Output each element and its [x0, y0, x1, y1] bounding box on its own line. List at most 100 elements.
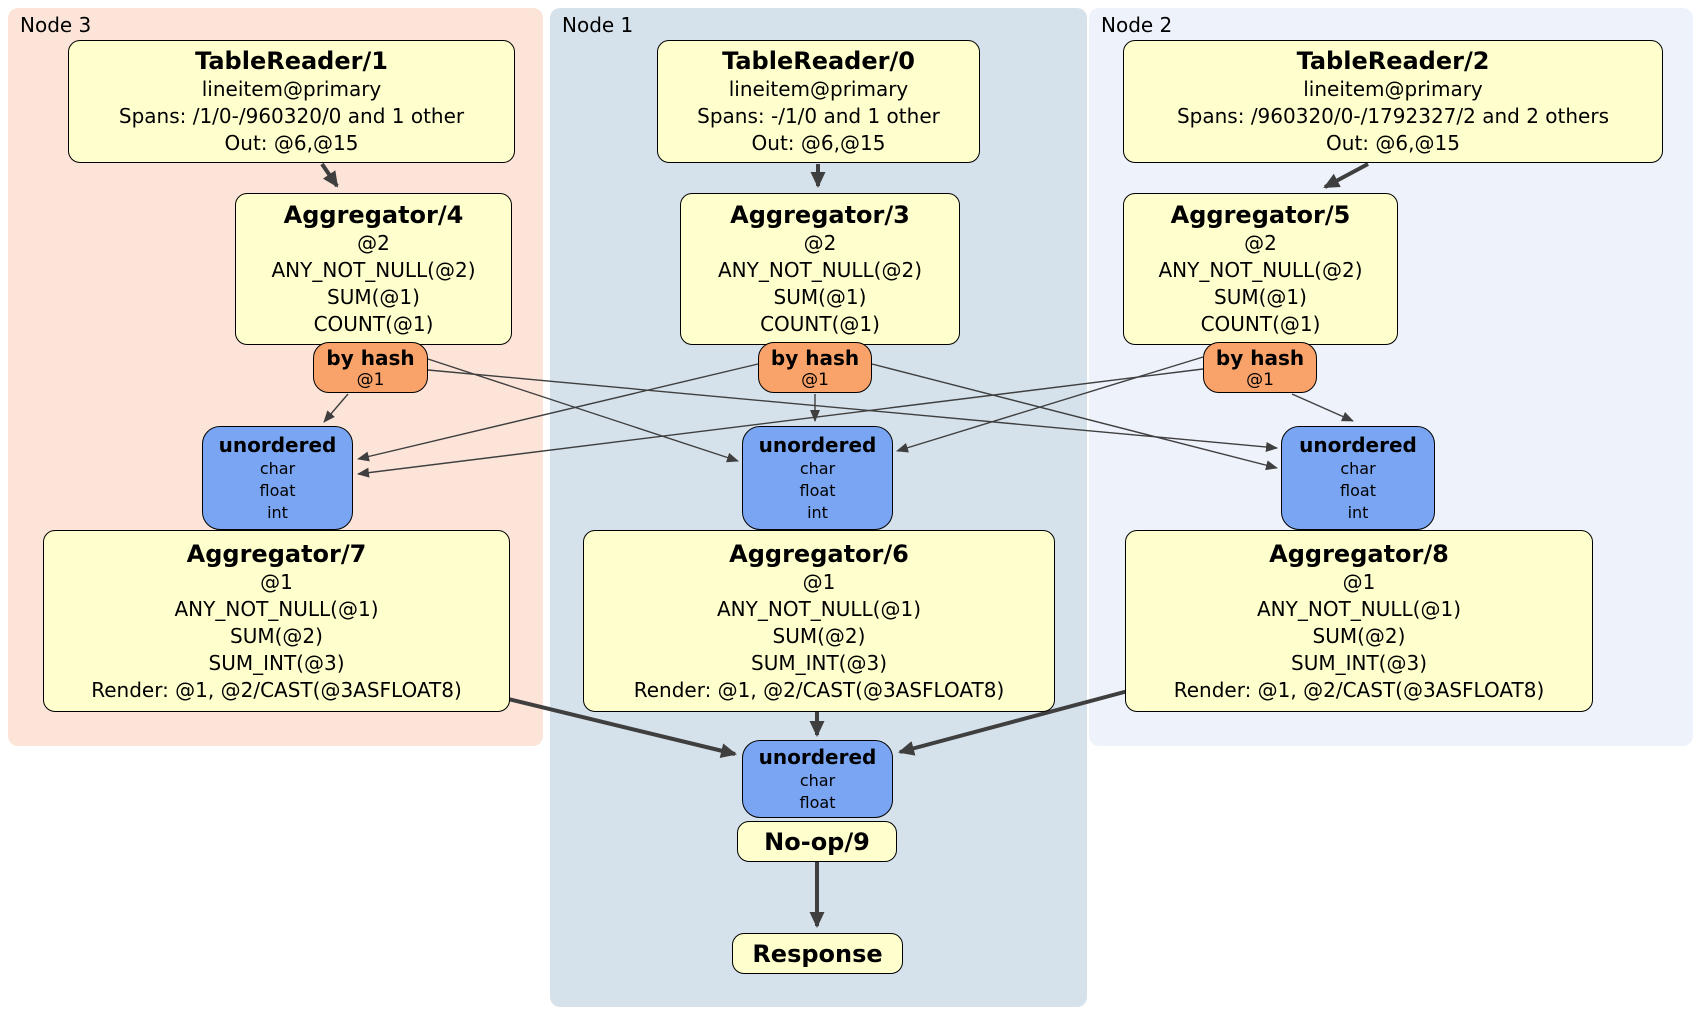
agg-fn-line: SUM_INT(@3): [1291, 650, 1427, 675]
processor-title: Aggregator/7: [186, 539, 367, 568]
table-reader-box: TableReader/0 lineitem@primary Spans: -/…: [657, 40, 980, 163]
sync-type: int: [807, 503, 828, 522]
index-line: lineitem@primary: [1303, 77, 1483, 101]
aggregator-box: Aggregator/4 @2 ANY_NOT_NULL(@2) SUM(@1)…: [235, 193, 512, 345]
agg-fn-line: ANY_NOT_NULL(@2): [718, 258, 922, 282]
router-key: @1: [801, 369, 829, 390]
sync-type: int: [267, 503, 288, 522]
sync-title: unordered: [1299, 433, 1417, 457]
render-line: Render: @1, @2/CAST(@3ASFLOAT8): [91, 677, 462, 702]
sync-type: char: [259, 459, 296, 478]
processor-title: TableReader/1: [195, 47, 388, 75]
agg-fn-line: ANY_NOT_NULL(@1): [174, 596, 379, 621]
render-line: Render: @1, @2/CAST(@3ASFLOAT8): [633, 677, 1005, 702]
agg-fn-line: COUNT(@1): [313, 312, 434, 336]
node-label: Node 3: [20, 13, 92, 37]
sync-type: float: [799, 793, 836, 812]
agg-fn-line: SUM_INT(@3): [208, 650, 345, 675]
edge-tablereader2-to-aggregator5: [1323, 162, 1369, 189]
agg-fn-line: SUM(@2): [772, 623, 866, 648]
group-cols-line: @2: [1244, 231, 1277, 255]
processor-title: TableReader/0: [722, 47, 915, 75]
out-line: Out: @6,@15: [751, 131, 886, 155]
agg-fn-line: SUM(@1): [1214, 285, 1307, 309]
agg-fn-line: COUNT(@1): [1200, 312, 1321, 336]
processor-title: TableReader/2: [1296, 47, 1490, 75]
router-title: by hash: [1215, 345, 1305, 370]
sync-type: float: [799, 481, 836, 500]
router-title: by hash: [770, 345, 860, 370]
group-cols-line: @2: [803, 231, 837, 255]
render-line: Render: @1, @2/CAST(@3ASFLOAT8): [1173, 677, 1545, 702]
aggregator-box: Aggregator/7 @1 ANY_NOT_NULL(@1) SUM(@2)…: [43, 530, 510, 712]
agg-fn-line: SUM(@1): [773, 285, 867, 309]
spans-line: Spans: /1/0-/960320/0 and 1 other: [118, 104, 465, 128]
noop-box: No-op/9: [737, 821, 897, 862]
aggregator-box: Aggregator/6 @1 ANY_NOT_NULL(@1) SUM(@2)…: [583, 530, 1055, 712]
processor-title: Aggregator/5: [1170, 201, 1351, 229]
agg-fn-line: SUM(@1): [327, 285, 420, 309]
processor-title: Aggregator/3: [730, 201, 910, 229]
group-cols-line: @1: [802, 569, 836, 594]
agg-fn-line: COUNT(@1): [760, 312, 880, 336]
edge-router3-to-sync1: [427, 358, 739, 463]
hash-router: by hash @1: [313, 342, 428, 393]
router-title: by hash: [326, 345, 415, 370]
agg-fn-line: ANY_NOT_NULL(@1): [1257, 596, 1461, 621]
sync-type: char: [799, 459, 836, 478]
processor-title: Aggregator/6: [729, 539, 909, 568]
agg-fn-line: SUM_INT(@3): [751, 650, 887, 675]
sync-type: float: [259, 481, 296, 500]
agg-fn-line: ANY_NOT_NULL(@1): [717, 596, 921, 621]
edge-router2-to-sync1: [896, 356, 1204, 453]
unordered-sync: unordered char float int: [1281, 426, 1435, 530]
edge-aggregator7-to-final-sync: [507, 697, 737, 758]
edge-router1-to-sync3: [357, 363, 759, 462]
router-key: @1: [356, 369, 385, 390]
agg-fn-line: ANY_NOT_NULL(@2): [1158, 258, 1363, 282]
edge-router2-to-sync2: [1291, 393, 1354, 422]
table-reader-box: TableReader/2 lineitem@primary Spans: /9…: [1123, 40, 1663, 163]
node-label: Node 1: [562, 13, 634, 37]
sync-type: float: [1340, 481, 1376, 500]
final-unordered-sync: unordered char float: [742, 740, 893, 818]
agg-fn-line: ANY_NOT_NULL(@2): [271, 258, 476, 282]
edge-tablereader1-to-aggregator4: [320, 162, 339, 188]
sync-title: unordered: [758, 745, 877, 769]
table-reader-box: TableReader/1 lineitem@primary Spans: /1…: [68, 40, 515, 163]
edge-aggregator8-to-final-sync: [898, 689, 1129, 756]
edge-router2-to-sync3: [357, 368, 1204, 478]
processor-title: Response: [752, 939, 883, 968]
unordered-sync: unordered char float int: [742, 426, 893, 530]
node-label: Node 2: [1101, 13, 1173, 37]
hash-router: by hash @1: [1203, 342, 1317, 393]
unordered-sync: unordered char float int: [202, 426, 353, 530]
sync-type: int: [1347, 503, 1369, 522]
aggregator-box: Aggregator/3 @2 ANY_NOT_NULL(@2) SUM(@1)…: [680, 193, 960, 345]
aggregator-box: Aggregator/5 @2 ANY_NOT_NULL(@2) SUM(@1)…: [1123, 193, 1398, 345]
group-cols-line: @2: [357, 231, 390, 255]
aggregator-box: Aggregator/8 @1 ANY_NOT_NULL(@1) SUM(@2)…: [1125, 530, 1593, 712]
sync-type: char: [1340, 459, 1376, 478]
processor-title: Aggregator/8: [1269, 539, 1449, 568]
group-cols-line: @1: [260, 569, 293, 594]
router-key: @1: [1246, 369, 1274, 390]
out-line: Out: @6,@15: [224, 131, 359, 155]
sync-type: char: [799, 771, 836, 790]
hash-router: by hash @1: [758, 342, 872, 393]
edge-router3-to-sync3: [323, 393, 349, 423]
group-cols-line: @1: [1342, 569, 1376, 594]
index-line: lineitem@primary: [201, 77, 382, 101]
sync-title: unordered: [758, 433, 877, 457]
edge-router3-to-sync2: [427, 369, 1278, 452]
agg-fn-line: SUM(@2): [1312, 623, 1406, 648]
out-line: Out: @6,@15: [1326, 131, 1460, 155]
response-box: Response: [732, 933, 903, 974]
spans-line: Spans: -/1/0 and 1 other: [697, 104, 940, 128]
index-line: lineitem@primary: [728, 77, 909, 101]
spans-line: Spans: /960320/0-/1792327/2 and 2 others: [1176, 104, 1609, 128]
processor-title: No-op/9: [764, 827, 870, 856]
sync-title: unordered: [218, 433, 337, 457]
